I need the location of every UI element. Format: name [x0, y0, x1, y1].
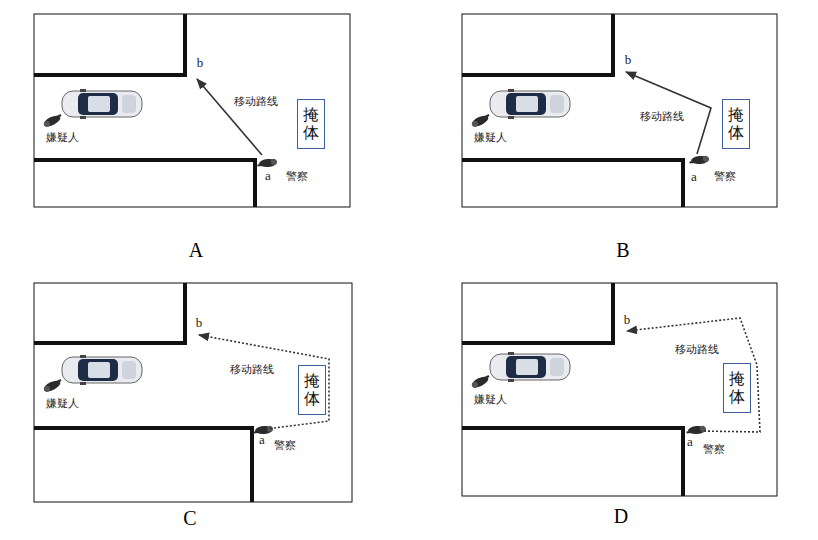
text-label: 嫌疑人 — [473, 132, 508, 145]
cover-box: 掩体 — [298, 365, 326, 415]
text-label: 警察 — [713, 171, 737, 184]
point-label: b — [624, 53, 633, 68]
point-label: a — [264, 169, 272, 184]
text-label: 移动路线 — [674, 344, 720, 357]
box-text: 掩体 — [304, 372, 320, 407]
text-label: 嫌疑人 — [45, 132, 80, 145]
point-label: b — [195, 316, 204, 331]
point-label: a — [686, 435, 694, 450]
point-label: a — [258, 433, 266, 448]
box-text: 掩体 — [728, 106, 744, 141]
point-label: b — [196, 56, 205, 71]
text-label: 移动路线 — [229, 364, 275, 377]
text-label: 警察 — [702, 444, 726, 457]
text-label: 嫌疑人 — [45, 398, 80, 411]
box-text: 掩体 — [303, 106, 319, 141]
cover-box: 掩体 — [723, 363, 751, 413]
point-label: b — [623, 313, 632, 328]
text-label: 嫌疑人 — [473, 394, 508, 407]
text-label: 警察 — [273, 440, 297, 453]
point-label: a — [690, 170, 698, 185]
text-label: 移动路线 — [233, 96, 279, 109]
box-text: 掩体 — [729, 370, 745, 405]
text-label: 警察 — [285, 171, 309, 184]
option-letter: C — [182, 507, 197, 530]
option-letter: D — [613, 505, 629, 528]
option-letter: B — [615, 239, 630, 262]
text-label: 移动路线 — [639, 111, 685, 124]
cover-box: 掩体 — [722, 99, 750, 149]
option-letter: A — [188, 239, 204, 262]
cover-box: 掩体 — [297, 99, 325, 149]
